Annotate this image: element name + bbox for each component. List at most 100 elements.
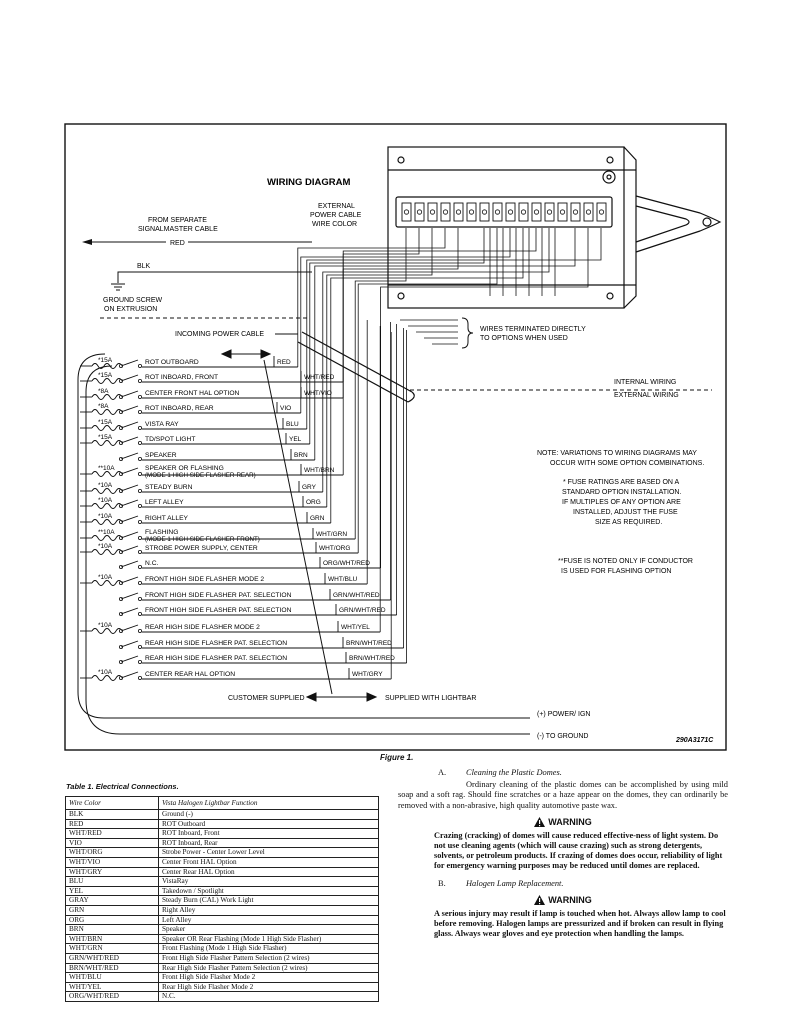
fuse-symbol	[91, 440, 123, 446]
fuse-rating: **10A	[98, 465, 115, 472]
fuse-terminal	[531, 202, 542, 222]
function-cell: VistaRay	[158, 876, 379, 887]
switch-contact	[137, 581, 142, 586]
wire-color-label: BRN/WHT/RED	[346, 640, 392, 647]
function-label: FRONT HIGH SIDE FLASHER MODE 2	[145, 576, 264, 583]
switch-arm	[120, 655, 139, 663]
warning-label-1: WARNING	[548, 816, 592, 827]
section-a-letter: A.	[438, 768, 447, 777]
wire-color-label: VIO	[280, 405, 291, 412]
fuse-rating: *15A	[98, 419, 113, 426]
section-a-body: Ordinary cleaning of the plastic domes c…	[398, 780, 728, 810]
wire-color-cell: WHT/BLU	[65, 972, 159, 983]
switch-arm	[120, 624, 139, 632]
power-ground-lines	[77, 353, 530, 735]
function-cell: Speaker	[158, 924, 379, 935]
switch-contact	[137, 660, 142, 665]
fuse-rating: *10A	[98, 482, 113, 489]
function-label: SPEAKER OR FLASHING	[145, 465, 224, 472]
function-label: N.C.	[145, 560, 159, 567]
to-ground-label: (-) TO GROUND	[537, 733, 588, 740]
maintenance-text: A.Cleaning the Plastic Domes. Ordinary c…	[398, 768, 728, 947]
fuse-screw	[585, 209, 592, 215]
switch-contact	[137, 425, 142, 430]
lightbar-endcap	[387, 146, 637, 309]
wire-riser	[306, 228, 602, 429]
fuse-symbol	[91, 503, 123, 509]
wiring-diagram: WIRING DIAGRAM FROM SEPARATE SIGNALMASTE…	[64, 123, 727, 751]
fuse-note-5: SIZE AS REQUIRED.	[595, 519, 662, 526]
warning-body-1: Crazing (cracking) of domes will cause r…	[434, 831, 723, 871]
connection-row: FRONT HIGH SIDE FLASHER PAT. SELECTION GR…	[119, 589, 391, 602]
wire-color-cell: RED	[65, 818, 159, 830]
fuse-terminal	[557, 202, 568, 222]
fuse-screw	[481, 209, 488, 215]
terminated-label-2: TO OPTIONS WHEN USED	[480, 335, 568, 342]
switch-arm	[120, 671, 139, 679]
fuse-double-note-2: IS USED FOR FLASHING OPTION	[561, 568, 671, 575]
mounting-bracket	[635, 195, 722, 253]
section-b-heading: B.Halogen Lamp Replacement.	[398, 879, 728, 889]
color-bracket	[348, 668, 392, 680]
function-label: FRONT HIGH SIDE FLASHER PAT. SELECTION	[145, 592, 292, 599]
connection-row: **10A SPEAKER OR FLASHING(MODE 1 HIGH SID…	[80, 464, 344, 479]
switch-contact	[137, 629, 142, 634]
function-label: VISTA RAY	[145, 421, 179, 428]
warning-label-2: WARNING	[548, 895, 592, 906]
external-wiring-label: EXTERNAL WIRING	[614, 392, 679, 399]
fuse-rating: *15A	[98, 372, 113, 379]
function-cell: Center Rear HAL Option	[158, 866, 379, 878]
wire-color-label: GRN	[310, 515, 325, 522]
switch-contact	[137, 409, 142, 414]
fuse-screw	[416, 209, 423, 215]
fuse-symbol	[91, 519, 123, 525]
fuse-rating: *8A	[98, 403, 109, 410]
from-separate-label-2: SIGNALMASTER CABLE	[138, 226, 218, 233]
connection-row: N.C.ORG/WHT/RED	[119, 557, 381, 570]
fuse-terminal	[583, 202, 594, 222]
switch-arm	[120, 436, 139, 444]
color-bracket	[329, 589, 391, 601]
fuse-screw	[403, 209, 410, 215]
fuse-screw	[533, 209, 540, 215]
wire-riser	[380, 228, 589, 568]
switch-contact	[137, 488, 142, 493]
connection-row: *15A VISTA RAY BLU	[80, 418, 307, 431]
fuse-rating: *10A	[98, 622, 113, 629]
switch-arm	[120, 359, 139, 367]
fuse-symbol	[91, 535, 123, 541]
wire-riser	[342, 228, 459, 475]
fuse-symbol	[91, 488, 123, 494]
fuse-terminal	[479, 202, 490, 222]
red-wire-arrow	[82, 239, 92, 245]
wire-riser	[330, 228, 524, 523]
wire-color-label: WHT/BRN	[304, 467, 335, 474]
warning-body-2: A serious injury may result if lamp is t…	[434, 909, 726, 939]
wire-color-cell: ORG	[65, 914, 159, 926]
function-label-secondary: (MODE 1 HIGH SIDE FLASHER-REAR)	[145, 472, 256, 479]
wire-color-cell: WHT/VIO	[65, 856, 159, 868]
function-label: ROT INBOARD, REAR	[145, 405, 214, 412]
red-wire-label: RED	[170, 240, 185, 247]
function-cell: ROT Inboard, Rear	[158, 837, 379, 849]
fuse-screw	[494, 209, 501, 215]
wire-color-cell: WHT/GRY	[65, 866, 159, 878]
wire-color-label: GRN/WHT/RED	[333, 592, 380, 599]
function-cell: Rear High Side Flasher Pattern Selection…	[158, 962, 379, 974]
function-cell: N.C.	[158, 991, 379, 1002]
wire-color-cell: WHT/GRN	[65, 943, 159, 954]
wire-color-label: WHT/ORG	[319, 545, 350, 552]
wire-color-label: BLU	[286, 421, 299, 428]
